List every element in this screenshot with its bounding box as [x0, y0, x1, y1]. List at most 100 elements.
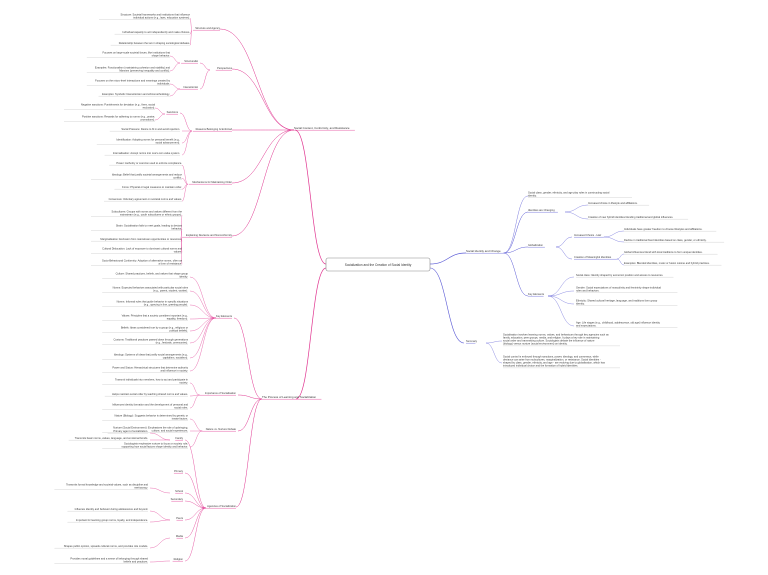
connector	[429, 252, 467, 265]
leaf-item[interactable]: Global influences blend with local tradi…	[624, 250, 703, 254]
leaf-item[interactable]: Marginalisation: Exclusion from mainstre…	[100, 237, 182, 241]
leaf-item[interactable]: Transmits formal knowledge and societal …	[66, 482, 148, 489]
branch-social-context[interactable]: Social Context, Conformity, and Resistan…	[294, 126, 350, 130]
leaf-item[interactable]: Strain: Socialisation fails to meet goal…	[116, 223, 182, 230]
node-sanctions[interactable]: Sanctions	[167, 110, 179, 114]
leaf-item[interactable]: Social Pressure: Desire to fit in and av…	[121, 127, 180, 131]
leaf-item[interactable]: Consensus: Voluntary agreement on societ…	[109, 197, 183, 201]
leaf-item[interactable]: Social class, gender, ethnicity, and age…	[528, 190, 610, 197]
leaf-item[interactable]: Customs: Traditional practices passed do…	[113, 337, 188, 344]
leaf-item[interactable]: Age: Life stages (e.g., childhood, adole…	[576, 320, 661, 327]
node-agency-religion[interactable]: Religion	[174, 557, 184, 561]
leaf-item[interactable]: Culture: Shared practices, beliefs, and …	[116, 271, 189, 278]
connector	[503, 195, 529, 254]
leaf-item[interactable]: Negative sanctions: Punishments for devi…	[81, 102, 156, 109]
node-agency-primary[interactable]: Primary	[174, 469, 184, 473]
branch-social-identity[interactable]: Social Identity and Change	[466, 249, 501, 253]
leaf-item[interactable]: Nurture (Social Environment): Emphasizes…	[113, 425, 188, 432]
leaf-item[interactable]: Ideology: Systems of ideas that justify …	[114, 352, 188, 359]
node-globalisation[interactable]: Globalization	[528, 243, 544, 247]
leaf-item[interactable]: Influences identity formation and the de…	[112, 402, 188, 409]
leaf-item[interactable]: Important for learning group norms, loya…	[76, 518, 148, 522]
leaf-item[interactable]: Helps maintain social order by teaching …	[112, 392, 188, 396]
node-agency-media[interactable]: Media	[176, 534, 184, 538]
leaf-item[interactable]: Influence identity and behavior during a…	[75, 507, 149, 511]
node-globalisation-sub[interactable]: Increased Choice - Hair	[574, 233, 601, 237]
leaf-item[interactable]: Cultural Dislocation: Lack of exposure t…	[102, 246, 182, 253]
leaf-item[interactable]: Increased choice in lifestyle and affili…	[588, 201, 638, 205]
leaf-item[interactable]: Sociologists emphasize nurture to focus …	[122, 441, 189, 448]
leaf-item[interactable]: Primary agent of socialization.	[113, 429, 148, 433]
node-summary[interactable]: Summary	[466, 339, 478, 343]
leaf-item[interactable]: Subcultures: Groups with norms and value…	[112, 209, 183, 216]
leaf-item[interactable]: Social class: Identity shaped by economi…	[576, 273, 664, 277]
leaf-item[interactable]: Internalisation: Accept norms into one's…	[113, 151, 180, 155]
leaf-item[interactable]: Ethnicity: Shared cultural heritage, lan…	[576, 298, 658, 305]
node-agencies[interactable]: Agencies of Socialization	[207, 504, 236, 508]
leaf-item[interactable]: Nature (Biology): Suggests behavior is d…	[114, 413, 188, 420]
node-agency-secondary[interactable]: Secondary	[171, 497, 184, 501]
leaf-item[interactable]: Socio-Behavioural Conformity: Adoption o…	[102, 258, 183, 265]
leaf-item[interactable]: Norms: Expected behaviors associated wit…	[113, 285, 189, 292]
node-agency-school[interactable]: School	[175, 489, 183, 493]
leaf-item[interactable]: Individual capacity to act independently…	[123, 30, 191, 34]
node-agency-peers[interactable]: Peers	[176, 516, 183, 520]
leaf-item[interactable]: Structure: Societal frameworks and insti…	[121, 12, 191, 19]
leaf-item[interactable]: Relationship between the two in shaping …	[119, 41, 191, 45]
node-globalisation-sub[interactable]: Creation of Meaningful Identities	[574, 255, 612, 259]
node-perspective-group[interactable]: Interactionist	[183, 85, 198, 89]
leaf-item[interactable]: Examples: Blended identities, music or f…	[624, 261, 710, 265]
connector	[169, 83, 181, 90]
summary-paragraph[interactable]: Socialisation involves learning norms, v…	[503, 332, 609, 345]
node-importance-socialisation[interactable]: Importance of Socialisation	[205, 391, 237, 395]
leaf-item[interactable]: Ideology: Belief that justify societal a…	[112, 172, 183, 179]
connector	[503, 246, 529, 254]
leaf-item[interactable]: Beliefs: Ideas considered true by a grou…	[121, 325, 188, 332]
leaf-item[interactable]: Focuses on large-scale societal forces, …	[103, 50, 171, 57]
leaf-item[interactable]: Transmit individuals into members, how t…	[115, 377, 189, 384]
branch-learning-socialization[interactable]: The Process of Learning and Socializatio…	[262, 395, 317, 399]
root-node[interactable]: Socialization and the Creation of Social…	[325, 257, 431, 272]
node-agency-family[interactable]: Family	[175, 436, 183, 440]
leaf-item[interactable]: Shapes public opinion, spreads cultural …	[64, 544, 148, 548]
connector	[235, 398, 263, 508]
connector	[189, 418, 203, 432]
node-mechanisms[interactable]: Mechanisms for Maintaining Order	[192, 180, 232, 184]
connector	[181, 178, 188, 185]
connector	[564, 204, 589, 213]
leaf-item[interactable]: Identification: Adopting norms for perso…	[116, 137, 180, 144]
connector	[180, 237, 183, 265]
connector-lines	[54, 18, 725, 564]
connector	[149, 519, 171, 523]
node-perspective-group[interactable]: Structuralist	[184, 59, 198, 63]
leaf-item[interactable]: Examples: Symbolic Interactionism and et…	[102, 92, 170, 96]
leaf-item[interactable]: Power: Authority or coercion used to enf…	[116, 161, 182, 165]
leaf-item[interactable]: Power and Status: Hierarchical structure…	[112, 365, 188, 372]
connector	[169, 55, 181, 64]
leaf-item[interactable]: Values: Principles that a society consid…	[122, 313, 189, 320]
summary-paragraph[interactable]: Social control is enforced through sanct…	[503, 354, 606, 367]
node-identities-changing[interactable]: Identities are Changing	[528, 208, 555, 212]
node-reasons-belonging[interactable]: Reasons Belonging Is Enforced	[196, 127, 233, 131]
leaf-item[interactable]: Decline in traditional fixed identities …	[624, 238, 707, 242]
leaf-item[interactable]: Individuals have greater freedom to choo…	[624, 227, 703, 231]
leaf-item[interactable]: Transmits basic norms, values, language,…	[75, 436, 149, 440]
connector	[189, 394, 200, 409]
leaf-item[interactable]: Focuses on the micro-level interactions …	[95, 78, 171, 85]
node-explaining-deviance[interactable]: Explaining Deviance and Nonconformity	[186, 233, 233, 237]
connector	[169, 88, 181, 97]
node-identity-key-elements[interactable]: Key Elements	[528, 292, 545, 296]
leaf-item[interactable]: Examples: Functionalism (maintaining coh…	[95, 65, 171, 72]
leaf-item[interactable]: Creation of new hybrid identities blendi…	[588, 215, 673, 219]
leaf-item[interactable]: Force: Physical or legal measures to mai…	[122, 185, 182, 189]
leaf-item[interactable]: Provides moral guidelines and a sense of…	[70, 556, 148, 563]
node-structure-agency[interactable]: Structure and Agency	[195, 26, 221, 30]
connector	[295, 267, 327, 400]
leaf-item[interactable]: Gender: Social expectations of masculini…	[576, 285, 661, 292]
connector	[181, 165, 188, 185]
node-perspectives[interactable]: Perspectives	[217, 66, 233, 70]
leaf-item[interactable]: Norms: Informal rules that guide behavio…	[117, 299, 189, 306]
node-key-elements-culture[interactable]: Key Elements	[216, 314, 233, 318]
leaf-item[interactable]: Positive sanctions: Rewards for adhering…	[82, 114, 155, 121]
node-nature-nurture[interactable]: Nature vs. Nurture Debate	[206, 427, 237, 431]
